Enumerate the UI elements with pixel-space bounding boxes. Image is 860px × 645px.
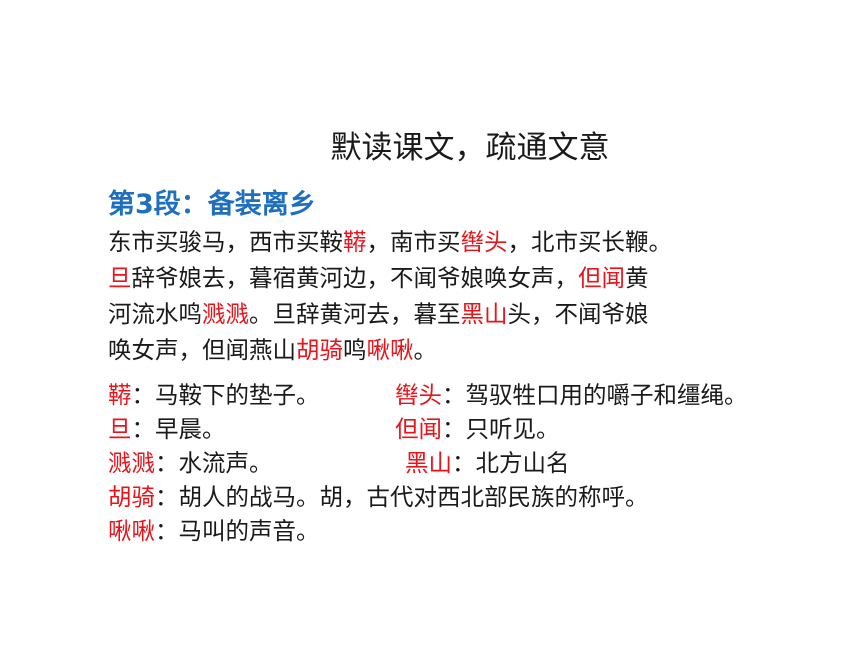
- text-segment: ，南市买: [366, 228, 461, 256]
- text-segment: 黄: [625, 264, 649, 292]
- gloss-separator: ：: [452, 449, 476, 477]
- highlighted-term: 溅溅: [202, 300, 249, 328]
- gloss-term: 胡骑: [108, 483, 155, 511]
- gloss-separator: ：: [131, 381, 156, 409]
- gloss-definition: 水流声。: [178, 449, 273, 477]
- gloss-item: 鞯：马鞍下的垫子。: [108, 377, 320, 413]
- highlighted-term: 鞯: [343, 228, 367, 256]
- paragraph-line: 东市买骏马，西市买鞍鞯，南市买辔头，北市买长鞭。: [108, 224, 808, 260]
- text-segment: 。: [413, 336, 438, 364]
- gloss-separator: ：: [155, 449, 179, 477]
- gloss-term: 溅溅: [108, 449, 155, 477]
- slide-title: 默读课文，疏通文意: [330, 130, 610, 166]
- highlighted-term: 但闻: [578, 264, 625, 292]
- gloss-item: 胡骑：胡人的战马。胡，古代对西北部民族的称呼。: [108, 479, 649, 515]
- gloss-term: 啾啾: [108, 517, 155, 545]
- gloss-separator: ：: [442, 415, 466, 443]
- section-heading: 第3段：备装离乡: [108, 189, 316, 220]
- gloss-definition: 北方山名: [475, 449, 570, 477]
- gloss-definition: 早晨。: [155, 415, 226, 443]
- highlighted-term: 胡骑: [296, 336, 343, 364]
- text-segment: 鸣: [343, 336, 367, 364]
- gloss-definition: 胡人的战马。胡，古代对西北部民族的称呼。: [178, 483, 649, 511]
- text-segment: ，北市买长鞭。: [507, 228, 673, 256]
- gloss-separator: ：: [155, 517, 179, 545]
- gloss-item: 但闻：只听见。: [395, 411, 560, 447]
- gloss-definition: 只听见。: [465, 415, 560, 443]
- text-segment: 头，不闻爷娘: [507, 300, 649, 328]
- gloss-term: 旦: [108, 415, 132, 443]
- highlighted-term: 辔头: [460, 228, 508, 256]
- text-segment: 辞爷娘去，暮宿黄河边，不闻爷娘唤女声，: [131, 264, 579, 292]
- text-segment: 东市买骏马，西市买鞍: [108, 228, 343, 256]
- gloss-definition: 马叫的声音。: [178, 517, 320, 545]
- highlighted-term: 啾啾: [366, 336, 414, 364]
- gloss-term: 辔头: [395, 381, 442, 409]
- paragraph-line: 唤女声，但闻燕山胡骑鸣啾啾。: [108, 332, 808, 368]
- gloss-item: 旦：早晨。: [108, 411, 226, 447]
- poem-paragraph: 东市买骏马，西市买鞍鞯，南市买辔头，北市买长鞭。 旦辞爷娘去，暮宿黄河边，不闻爷…: [108, 224, 808, 368]
- gloss-term: 鞯: [108, 381, 132, 409]
- gloss-term: 黑山: [405, 449, 452, 477]
- gloss-separator: ：: [442, 381, 466, 409]
- highlighted-term: 黑山: [460, 300, 508, 328]
- gloss-item: 啾啾：马叫的声音。: [108, 513, 320, 549]
- gloss-item: 溅溅：水流声。: [108, 445, 273, 481]
- text-segment: 唤女声，但闻燕山: [108, 336, 296, 364]
- text-segment: 。旦辞黄河去，暮至: [249, 300, 461, 328]
- gloss-item: 辔头：驾驭牲口用的嚼子和缰绳。: [395, 377, 748, 413]
- highlighted-term: 旦: [108, 264, 132, 292]
- text-segment: 河流水鸣: [108, 300, 202, 328]
- gloss-term: 但闻: [395, 415, 442, 443]
- gloss-definition: 马鞍下的垫子。: [155, 381, 320, 409]
- gloss-separator: ：: [131, 415, 156, 443]
- gloss-item: 黑山：北方山名: [405, 445, 570, 481]
- paragraph-line: 河流水鸣溅溅。旦辞黄河去，暮至黑山头，不闻爷娘: [108, 296, 808, 332]
- paragraph-line: 旦辞爷娘去，暮宿黄河边，不闻爷娘唤女声，但闻黄: [108, 260, 808, 296]
- gloss-definition: 驾驭牲口用的嚼子和缰绳。: [465, 381, 748, 409]
- gloss-separator: ：: [155, 483, 179, 511]
